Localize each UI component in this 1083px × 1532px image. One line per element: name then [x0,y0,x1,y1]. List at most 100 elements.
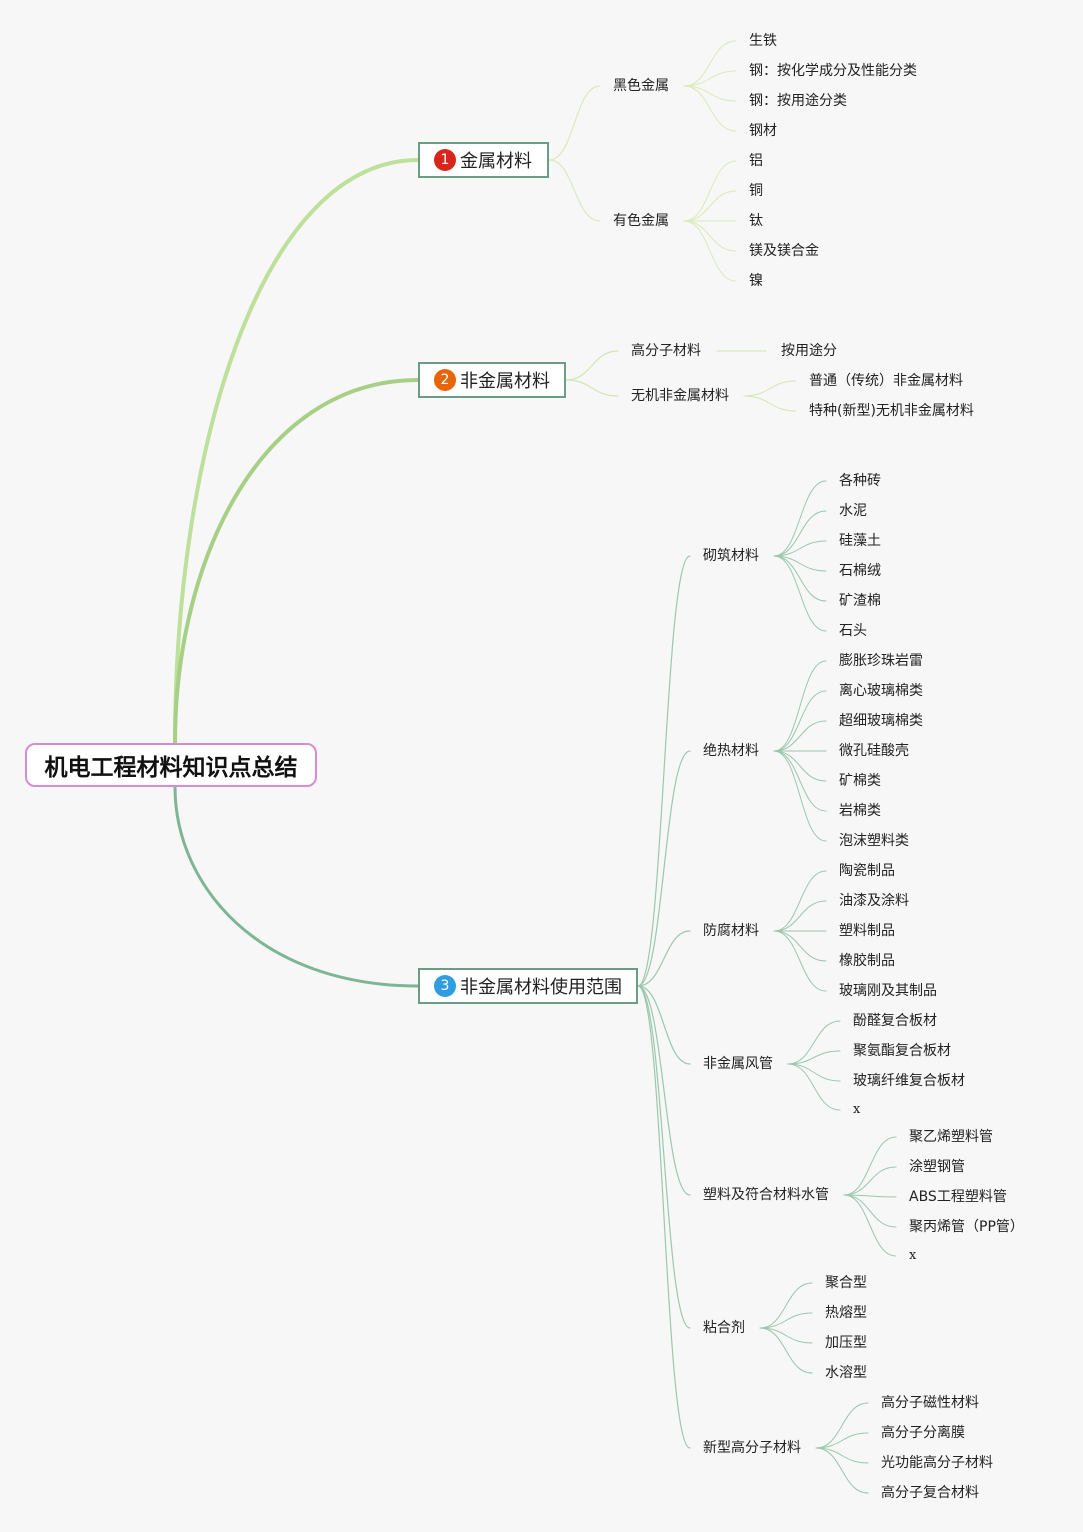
leaf-item[interactable]: 石棉绒 [839,563,881,579]
connector [565,350,619,381]
subtopic-polymer-materials[interactable]: 高分子材料 [631,343,701,359]
subtopic-inorganic-nonmetal[interactable]: 无机非金属材料 [631,388,729,404]
leaf-item[interactable]: 矿棉类 [839,773,881,789]
connector [637,985,691,1449]
connector [759,1327,813,1374]
leaf-item[interactable]: 聚丙烯管（PP管） [909,1219,1024,1235]
subtopic-anticorrosion-materials[interactable]: 防腐材料 [703,923,759,939]
leaf-item[interactable]: 石头 [839,623,867,639]
connector [683,220,737,282]
leaf-item[interactable]: 铜 [749,183,763,199]
root-topic[interactable]: 机电工程材料知识点总结 [25,743,317,787]
leaf-item[interactable]: 铝 [749,153,763,169]
leaf-item[interactable]: 钢：按用途分类 [749,93,847,109]
subtopic-nonferrous-metal[interactable]: 有色金属 [613,213,669,229]
leaf-item[interactable]: 生铁 [749,33,777,49]
connector [637,985,691,1065]
leaf-item[interactable]: 普通（传统）非金属材料 [809,373,963,389]
connector [843,1194,897,1257]
connector [773,555,827,602]
leaf-item[interactable]: 膨胀珍珠岩雷 [839,653,923,669]
leaf-item[interactable]: 橡胶制品 [839,953,895,969]
leaf-item[interactable]: 陶瓷制品 [839,863,895,879]
leaf-item[interactable]: 塑料制品 [839,923,895,939]
number-badge-1: 1 [434,149,456,171]
connector [773,720,827,752]
leaf-item[interactable]: 高分子分离膜 [881,1425,965,1441]
connector [815,1402,869,1449]
branch-label: 非金属材料 [460,371,550,392]
leaf-item[interactable]: 聚乙烯塑料管 [909,1129,993,1145]
connector [815,1432,869,1449]
leaf-item[interactable]: 聚氨酯复合板材 [853,1043,951,1059]
subtopic-nonmetal-ducts[interactable]: 非金属风管 [703,1056,773,1072]
connector [843,1194,897,1228]
subtopic-masonry-materials[interactable]: 砌筑材料 [703,548,759,564]
subtopic-new-polymer-materials[interactable]: 新型高分子材料 [703,1440,801,1456]
leaf-item[interactable]: 特种(新型)无机非金属材料 [809,403,974,419]
branch-nonmetal-materials[interactable]: 2 非金属材料 [418,362,566,398]
leaf-item[interactable]: 高分子复合材料 [881,1485,979,1501]
root-to-branch-2 [173,378,420,745]
connector [773,750,827,842]
connector [565,379,619,397]
connector [759,1282,813,1329]
connector [743,380,797,397]
branch-nonmetal-usage-scope[interactable]: 3 非金属材料使用范围 [418,968,638,1004]
connector [787,1063,841,1111]
connector [637,555,691,987]
leaf-item[interactable]: x [909,1248,917,1263]
leaf-item[interactable]: 玻璃纤维复合板材 [853,1073,965,1089]
leaf-item[interactable]: 钛 [749,213,763,229]
leaf-item[interactable]: 水溶型 [825,1365,867,1381]
leaf-item[interactable]: 各种砖 [839,473,881,489]
subtopic-adhesives[interactable]: 粘合剂 [703,1320,745,1336]
root-to-branch-1 [173,158,420,745]
leaf-item[interactable]: 聚合型 [825,1275,867,1291]
leaf-item[interactable]: 镁及镁合金 [749,243,819,259]
leaf-item[interactable]: 泡沫塑料类 [839,833,909,849]
leaf-item[interactable]: 按用途分 [781,343,837,359]
connector [683,85,737,102]
connector [743,395,797,412]
leaf-item[interactable]: 玻璃刚及其制品 [839,983,937,999]
connector [773,540,827,557]
leaf-item[interactable]: 微孔硅酸壳 [839,743,909,759]
leaf-item[interactable]: 钢材 [749,123,777,139]
leaf-item[interactable]: 硅藻土 [839,533,881,549]
connector [683,190,737,222]
leaf-item[interactable]: 涂塑钢管 [909,1159,965,1175]
connector [683,40,737,87]
leaf-item[interactable]: 水泥 [839,503,867,519]
subtopic-ferrous-metal[interactable]: 黑色金属 [613,78,669,94]
leaf-item[interactable]: 矿渣棉 [839,593,881,609]
branch-label: 非金属材料使用范围 [460,977,622,998]
leaf-item[interactable]: 光功能高分子材料 [881,1455,993,1471]
subtopic-insulation-materials[interactable]: 绝热材料 [703,743,759,759]
connector [843,1136,897,1196]
leaf-item[interactable]: 超细玻璃棉类 [839,713,923,729]
connector [637,985,691,1196]
connector [773,510,827,557]
connector [787,1063,841,1082]
connector [637,930,691,987]
connector [683,70,737,87]
leaf-item[interactable]: x [853,1102,861,1117]
leaf-item[interactable]: 油漆及涂料 [839,893,909,909]
leaf-item[interactable]: 镍 [749,273,763,289]
connector [683,85,737,132]
leaf-item[interactable]: ABS工程塑料管 [909,1189,1007,1205]
leaf-item[interactable]: 酚醛复合板材 [853,1013,937,1029]
subtopic-plastic-composite-pipes[interactable]: 塑料及符合材料水管 [703,1187,829,1203]
connector [815,1447,869,1494]
leaf-item[interactable]: 钢：按化学成分及性能分类 [749,63,917,79]
leaf-item[interactable]: 离心玻璃棉类 [839,683,923,699]
leaf-item[interactable]: 高分子磁性材料 [881,1395,979,1411]
leaf-item[interactable]: 热熔型 [825,1305,867,1321]
leaf-item[interactable]: 加压型 [825,1335,867,1351]
branch-metal-materials[interactable]: 1 金属材料 [418,142,549,178]
connector [773,870,827,932]
leaf-item[interactable]: 岩棉类 [839,803,881,819]
connector [548,159,601,222]
